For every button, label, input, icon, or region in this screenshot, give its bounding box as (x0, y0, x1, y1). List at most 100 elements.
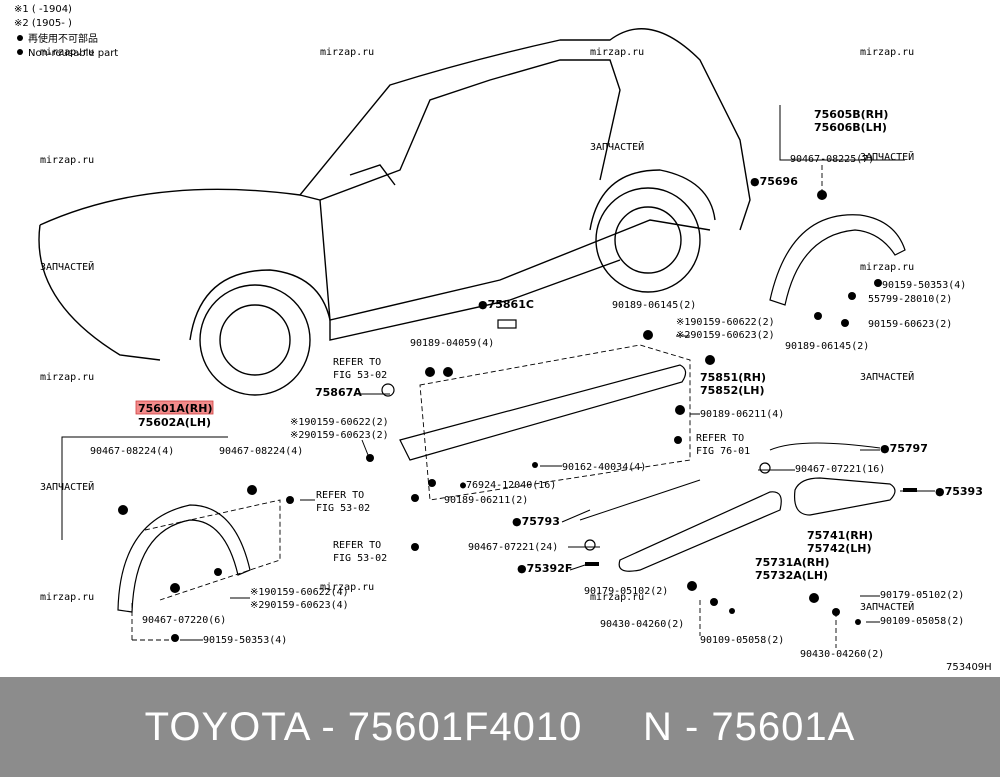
screw-icon (729, 608, 735, 614)
legend-note-1: ※1 ( -1904) (14, 4, 72, 15)
watermark-text: mirzap.ru (860, 262, 914, 273)
clip-icon (411, 543, 419, 551)
watermark-text: ЗАПЧАСТЕЙ (40, 480, 94, 493)
grommet-icon (848, 292, 856, 300)
leader-line (561, 509, 591, 523)
watermark-layer: mirzap.ru mirzap.ru mirzap.ru mirzap.ru … (40, 47, 914, 613)
cap-icon (759, 462, 771, 474)
part-label: ※190159-60622(2) (676, 317, 775, 328)
leader-line (61, 436, 228, 540)
front-wheel-hub (219, 304, 291, 376)
part-label: ●76924-12040(16) (460, 480, 556, 491)
vehicle-rocker-line (329, 259, 621, 341)
vehicle-outline (38, 28, 751, 396)
part-label: 75602A(LH) (138, 416, 211, 429)
rocker-molding-part (399, 364, 687, 461)
watermark-text: mirzap.ru (40, 47, 94, 58)
part-label: ※290159-60623(2) (290, 430, 389, 441)
clip-icon (705, 355, 715, 365)
part-label: ※290159-60623(4) (250, 600, 349, 611)
part-label: 75867A (315, 386, 362, 399)
watermark-text: mirzap.ru (40, 155, 94, 166)
screw-icon (855, 619, 861, 625)
part-label: 90467-07220(6) (142, 615, 226, 626)
part-label: 90159-50353(4) (882, 280, 966, 291)
part-label: 90162-40034(4) (562, 462, 646, 473)
parts-diagram: mirzap.ru mirzap.ru mirzap.ru mirzap.ru … (14, 4, 992, 673)
cap-icon (584, 539, 596, 551)
part-label: 75605B(RH) (814, 108, 888, 121)
non-reusable-bullet-icon (17, 35, 23, 41)
part-label: ●75392F (517, 562, 572, 575)
part-label: 90467-07221(16) (795, 464, 885, 475)
screw-icon (366, 454, 374, 462)
highlight-box (135, 400, 214, 415)
arch-zone-box (144, 499, 281, 601)
clip-icon (687, 581, 697, 591)
screw-icon (674, 436, 682, 444)
part-label: 55799-28010(2) (868, 294, 952, 305)
front-arch-molding-part (117, 504, 251, 613)
watermark-text: mirzap.ru (860, 47, 914, 58)
part-label: FIG 53-02 (333, 553, 387, 564)
leader-line (131, 600, 185, 641)
part-label: 90189-06145(2) (785, 341, 869, 352)
non-reusable-bullet-icon (17, 49, 23, 55)
part-label: 90109-05058(2) (880, 616, 964, 627)
legend-non-reusable: Non-reusable part (28, 48, 118, 59)
part-label: FIG 53-02 (333, 370, 387, 381)
cap-icon (381, 383, 395, 397)
door-moldings (579, 442, 917, 648)
watermark-text: mirzap.ru (320, 582, 374, 593)
part-label: 90467-08224(4) (219, 446, 303, 457)
part-number-footer: TOYOTA - 75601F4010 N - 75601A (0, 677, 1000, 777)
watermark-text: mirzap.ru (590, 592, 644, 603)
part-label: 90179-05102(2) (880, 590, 964, 601)
part-label: REFER TO (316, 490, 364, 501)
part-label: ●75696 (750, 175, 798, 188)
rear-door-molding-part (793, 477, 896, 516)
part-label: 75731A(RH) (755, 556, 830, 569)
part-label: 90189-06211(2) (444, 495, 528, 506)
part-label: 90159-60623(2) (868, 319, 952, 330)
vehicle-front-line (38, 224, 161, 361)
rear-wheel (595, 187, 701, 293)
rear-wheel-hub (614, 206, 682, 274)
part-label: ●75393 (935, 485, 983, 498)
screw-icon (675, 405, 685, 415)
figure-id: 753409H (946, 662, 992, 673)
part-label: ●75861C (478, 298, 534, 311)
clip-icon (443, 367, 453, 377)
rear-arch-molding-part (769, 214, 906, 306)
vehicle-side-line (319, 199, 711, 321)
screw-icon (710, 598, 718, 606)
rear-wheel-arch (589, 169, 716, 231)
clip-icon (425, 367, 435, 377)
clip-icon (428, 479, 436, 487)
clip-icon (903, 488, 917, 492)
part-label: REFER TO (333, 540, 381, 551)
screw-icon (214, 568, 222, 576)
clip-icon (118, 505, 128, 515)
rocker-zone-box (419, 344, 691, 501)
vehicle-roof-line (39, 28, 751, 231)
garnish-line (579, 479, 701, 521)
screw-icon (874, 279, 882, 287)
leader-line (779, 105, 905, 161)
vehicle-window-line (299, 59, 621, 201)
watermark-text: mirzap.ru (40, 592, 94, 603)
part-number-caption: TOYOTA - 75601F4010 N - 75601A (144, 704, 856, 749)
clip-icon (809, 593, 819, 603)
front-wheel (199, 284, 311, 396)
front-wheel-arch (189, 269, 331, 341)
clip-icon (585, 562, 599, 566)
legend-note-2: ※2 (1905- ) (14, 18, 72, 29)
part-label: 90467-08224(4) (90, 446, 174, 457)
rear-arch-molding (769, 105, 906, 327)
watermark-text: ЗАПЧАСТЕЙ (590, 140, 644, 153)
part-label: 75732A(LH) (755, 569, 828, 582)
part-label-highlighted: 75601A(RH) (138, 402, 213, 415)
mirror (349, 164, 396, 186)
legend: ※1 ( -1904) ※2 (1905- ) 再使用不可部品 Non-reus… (14, 4, 118, 59)
clip-icon (814, 312, 822, 320)
